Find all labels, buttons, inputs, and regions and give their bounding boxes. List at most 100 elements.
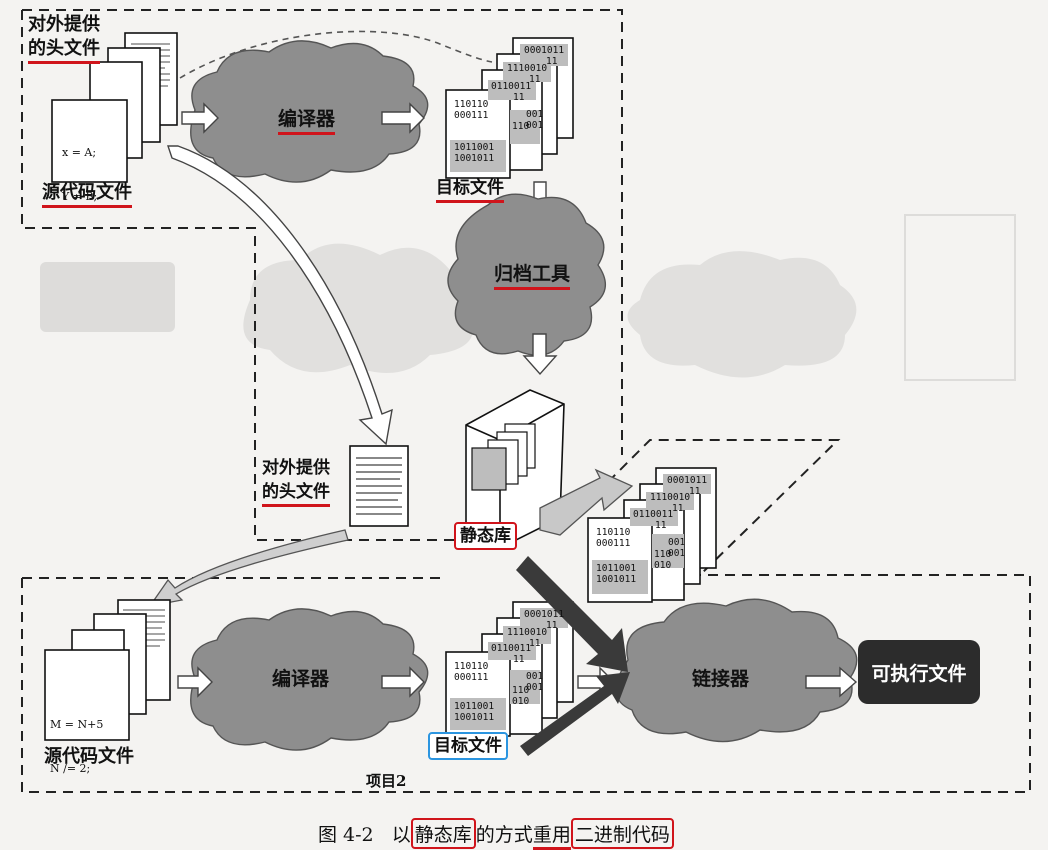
bit-row: 110110	[454, 661, 489, 672]
p1-source-label-text: 源代码文件	[42, 182, 132, 208]
object-files-stack-lib	[587, 467, 717, 603]
bit-row: 000111	[454, 671, 489, 683]
bit-row: 0001011	[524, 609, 565, 620]
bit-row: 1110010	[507, 63, 548, 74]
project1-header-docs	[51, 32, 178, 183]
arrow-header-to-project2	[148, 529, 349, 607]
background-ghost-shapes	[40, 214, 1016, 381]
project2-label: 项目2	[366, 772, 407, 790]
exported-header-label-2: 的头文件	[262, 482, 330, 507]
bit-row: 11	[546, 619, 558, 631]
code-line: x = A;	[62, 145, 97, 159]
p1-header-label-text: 的头文件	[28, 38, 100, 64]
bit-row: 11	[529, 637, 541, 649]
object-files-stack-2	[445, 601, 574, 737]
bit-row: 1001011	[596, 573, 637, 585]
executable-label: 可执行文件	[871, 662, 967, 685]
p2-source-code: M = N+5 N /= 2;	[50, 688, 103, 792]
curved-arrow-header-export	[167, 145, 393, 446]
p1-object-files-label: 目标文件	[436, 178, 504, 203]
code-line: Y = B;	[62, 190, 98, 204]
archiver-label-text: 归档工具	[494, 263, 571, 290]
bit-row: 11	[513, 91, 525, 103]
bit-row: 11	[689, 485, 701, 497]
p1-source-label: 源代码文件	[42, 182, 132, 208]
archiver-cloud	[447, 193, 607, 356]
code-line: M = N+5	[50, 717, 104, 731]
p1-object-files-text: 目标文件	[436, 178, 504, 203]
arrow-objlabel-to-linker	[520, 672, 630, 756]
p1-compiler-label-text: 编译器	[278, 108, 336, 135]
p2-object-files-label: 目标文件	[428, 732, 508, 760]
bit-row: 1011001	[454, 701, 495, 712]
dashed-curve-link	[179, 30, 493, 79]
bit-row: 0001011	[524, 45, 565, 56]
bit-row: 11	[513, 653, 525, 665]
project2-boundary	[21, 574, 1031, 793]
bit-row: 1110010	[650, 492, 691, 503]
bit-row: 000111	[454, 109, 489, 121]
p2-object-files-box: 目标文件	[428, 732, 508, 760]
arrow-linker-to-exe	[805, 666, 858, 698]
bit-row: 001	[668, 547, 686, 559]
bit-row: 110110	[596, 527, 631, 538]
bit-row: 001	[526, 671, 544, 682]
project1-boundary	[21, 9, 623, 541]
p1-header-label-line2: 的头文件	[28, 38, 100, 64]
bit-row: 110	[654, 549, 672, 560]
static-lib-label-box: 静态库	[454, 522, 517, 550]
p2-compiler-label: 编译器	[272, 668, 330, 690]
bit-row: 001	[526, 109, 544, 120]
arrow-archiver-to-lib	[522, 333, 558, 376]
bit-row: 1110010	[507, 627, 548, 638]
arrow-src-to-compiler1	[181, 102, 219, 134]
bit-row: 11	[529, 73, 541, 85]
compiler-cloud-2	[190, 608, 429, 751]
bit-row: 1011001	[596, 563, 637, 574]
arrow-staticlib-to-linker	[516, 556, 628, 672]
executable-box: 可执行文件	[858, 640, 980, 704]
arrow-lib-expand	[539, 468, 634, 536]
object-files-stack-1	[445, 37, 574, 179]
bit-row: 000111	[596, 537, 631, 549]
exported-header-label-1: 对外提供	[262, 458, 330, 478]
bit-row: 0110011	[491, 81, 532, 92]
caption-figure-no: 图 4-2	[318, 824, 374, 846]
static-lib-label: 静态库	[454, 522, 517, 550]
bit-row: 110	[512, 685, 530, 696]
bit-row: 11	[672, 502, 684, 514]
p2-source-label: 源代码文件	[44, 746, 134, 767]
caption-static-lib: 静态库	[410, 818, 476, 849]
p1-compiler-label: 编译器	[278, 108, 336, 135]
p1-source-code: x = A; Y = B;	[62, 116, 97, 220]
bit-row: 1011001	[454, 142, 495, 153]
bit-row: 0110011	[491, 643, 532, 654]
caption-binary-code: 二进制代码	[570, 818, 674, 849]
bit-row: 1001011	[454, 152, 495, 164]
bit-row: 110	[512, 121, 530, 132]
figure-caption: 图 4-2 以静态库的方式重用二进制代码	[318, 818, 674, 850]
caption-reuse: 重用	[532, 820, 571, 850]
arrow-src2-to-compiler2	[177, 666, 213, 698]
bit-row: 001	[526, 681, 544, 693]
bit-row: 110110	[454, 99, 489, 110]
